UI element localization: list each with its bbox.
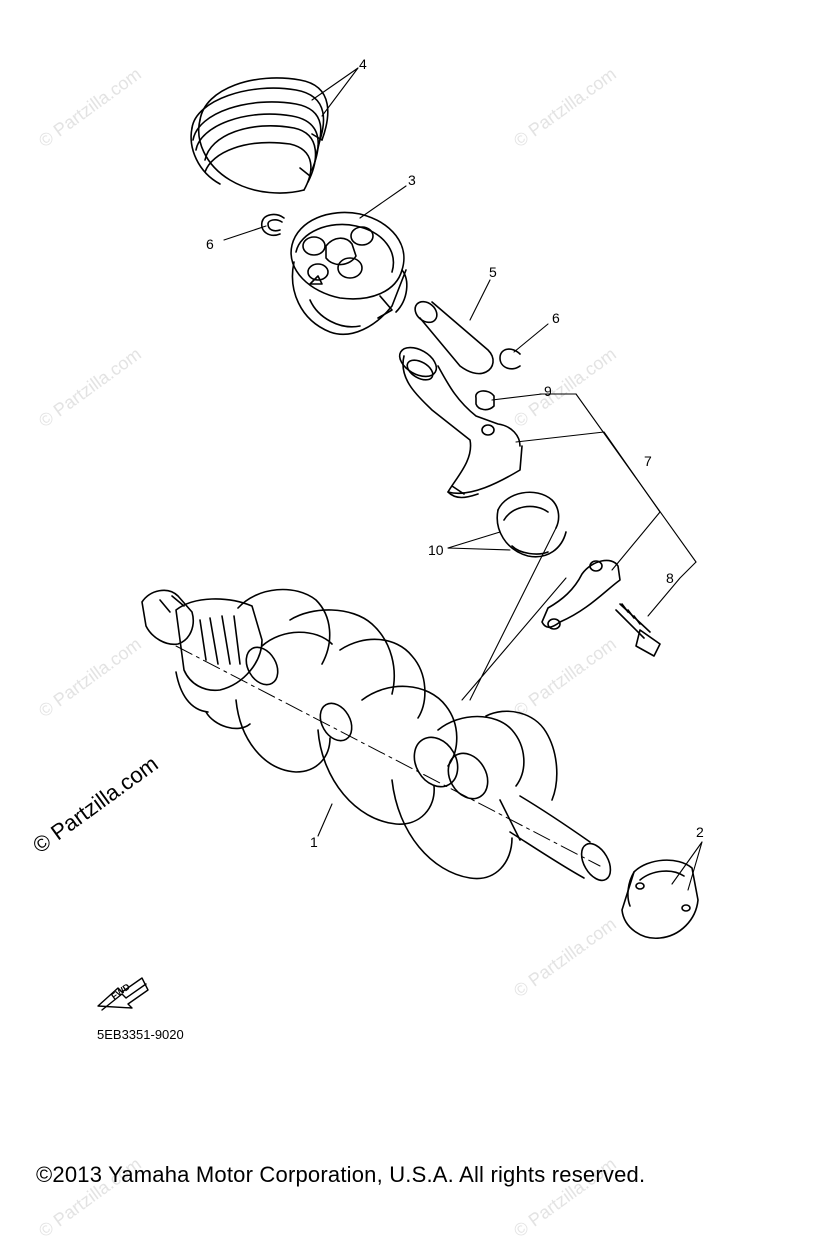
callout-2: 2 xyxy=(696,824,704,840)
exploded-view-drawing: FWD xyxy=(97,67,703,1011)
rod-bearings xyxy=(496,491,567,558)
diagram-part-code: 5EB3351-9020 xyxy=(97,1027,184,1042)
rod-bolt xyxy=(615,603,661,657)
connecting-rod xyxy=(398,346,523,499)
main-bearing xyxy=(621,859,699,939)
rod-cap xyxy=(541,559,621,630)
crankshaft xyxy=(141,588,612,882)
callout-6-lower: 6 xyxy=(552,310,560,326)
callout-3: 3 xyxy=(408,172,416,188)
circlip-upper xyxy=(260,213,285,237)
piston-rings xyxy=(190,77,329,194)
callout-1: 1 xyxy=(310,834,318,850)
callout-6-upper: 6 xyxy=(206,236,214,252)
callout-8: 8 xyxy=(666,570,674,586)
circlip-lower xyxy=(499,348,521,370)
callout-4: 4 xyxy=(359,56,367,72)
callout-9: 9 xyxy=(544,383,552,399)
callout-5: 5 xyxy=(489,264,497,280)
callout-7: 7 xyxy=(644,453,652,469)
piston xyxy=(290,211,408,336)
circlip-upper-inner xyxy=(267,219,283,232)
callout-10: 10 xyxy=(428,542,444,558)
piston-pin xyxy=(414,300,494,375)
fwd-arrow-icon xyxy=(97,977,149,1011)
leader-lines xyxy=(223,67,703,891)
parts-diagram: © Partzilla.com© Partzilla.com© Partzill… xyxy=(28,56,704,1241)
copyright-notice: ©2013 Yamaha Motor Corporation, U.S.A. A… xyxy=(36,1162,646,1187)
nut xyxy=(475,390,495,411)
